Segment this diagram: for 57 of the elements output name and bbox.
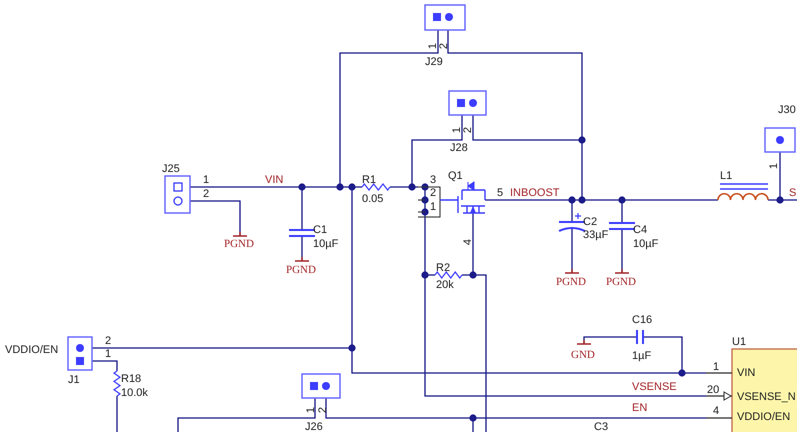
pin-number: 4 [713,405,720,417]
pin-number: 1 [203,174,210,186]
net-label: VSENSE [632,381,677,393]
component-value: 1µF [632,350,652,362]
pin-number: 20 [707,384,720,396]
component-value: 0.05 [362,193,384,205]
reference-designator: Q1 [448,170,463,182]
reference-designator: R2 [436,262,450,274]
reference-designator: J1 [68,374,80,386]
reference-designator: L1 [720,170,732,182]
reference-designator: J28 [450,142,468,154]
component-value: 10.0k [121,387,148,399]
pin-number: 3 [430,174,436,186]
reference-designator: C16 [632,314,652,326]
pin-number: 1 [427,42,440,50]
pin-number: 2 [462,126,474,134]
ground-label: PGND [556,276,586,288]
reference-designator: J26 [305,421,323,432]
reference-designator: J25 [162,163,180,175]
reference-designator: VDDIO/EN [5,344,58,356]
pin-number: 1 [305,406,318,414]
ground-label: GND [571,349,595,361]
component-value: 10µF [633,238,658,250]
pin-name: VDDIO/EN [737,411,790,423]
reference-designator: R1 [362,174,376,186]
reference-designator: C1 [313,224,328,236]
reference-designator: C4 [633,224,648,236]
component-value: 20k [436,279,454,291]
pin-number: 1 [430,201,436,213]
net-label: S [789,187,796,199]
pin-number: 5 [497,187,504,199]
ground-label: PGND [224,238,254,250]
reference-designator: U1 [732,336,746,348]
pin-number: 1 [105,348,112,360]
pin-number: 1 [451,126,464,134]
pin-number: 1 [768,162,780,170]
pin-number: 2 [430,187,436,199]
reference-designator: C3 [594,421,608,432]
component-value: 33µF [583,229,608,241]
pin-number: 2 [438,42,450,50]
net-label: INBOOST [510,187,560,199]
reference-designator: R18 [121,373,142,385]
component-value: 10µF [313,238,338,250]
pin-name: VIN [737,367,756,379]
pin-number: 2 [203,188,210,200]
net-label: VIN [265,174,284,186]
pin-number: 4 [462,238,474,246]
ground-label: PGND [606,276,636,288]
reference-designator: J30 [778,104,796,116]
net-label: EN [632,402,648,414]
reference-designator: J29 [425,56,443,68]
pin-name: VSENSE_N [737,391,796,403]
reference-designator: C2 [583,216,598,228]
ground-label: PGND [286,264,316,276]
pin-number: 2 [105,335,112,347]
pin-number: 1 [713,361,720,373]
pin-number: 2 [317,406,330,414]
